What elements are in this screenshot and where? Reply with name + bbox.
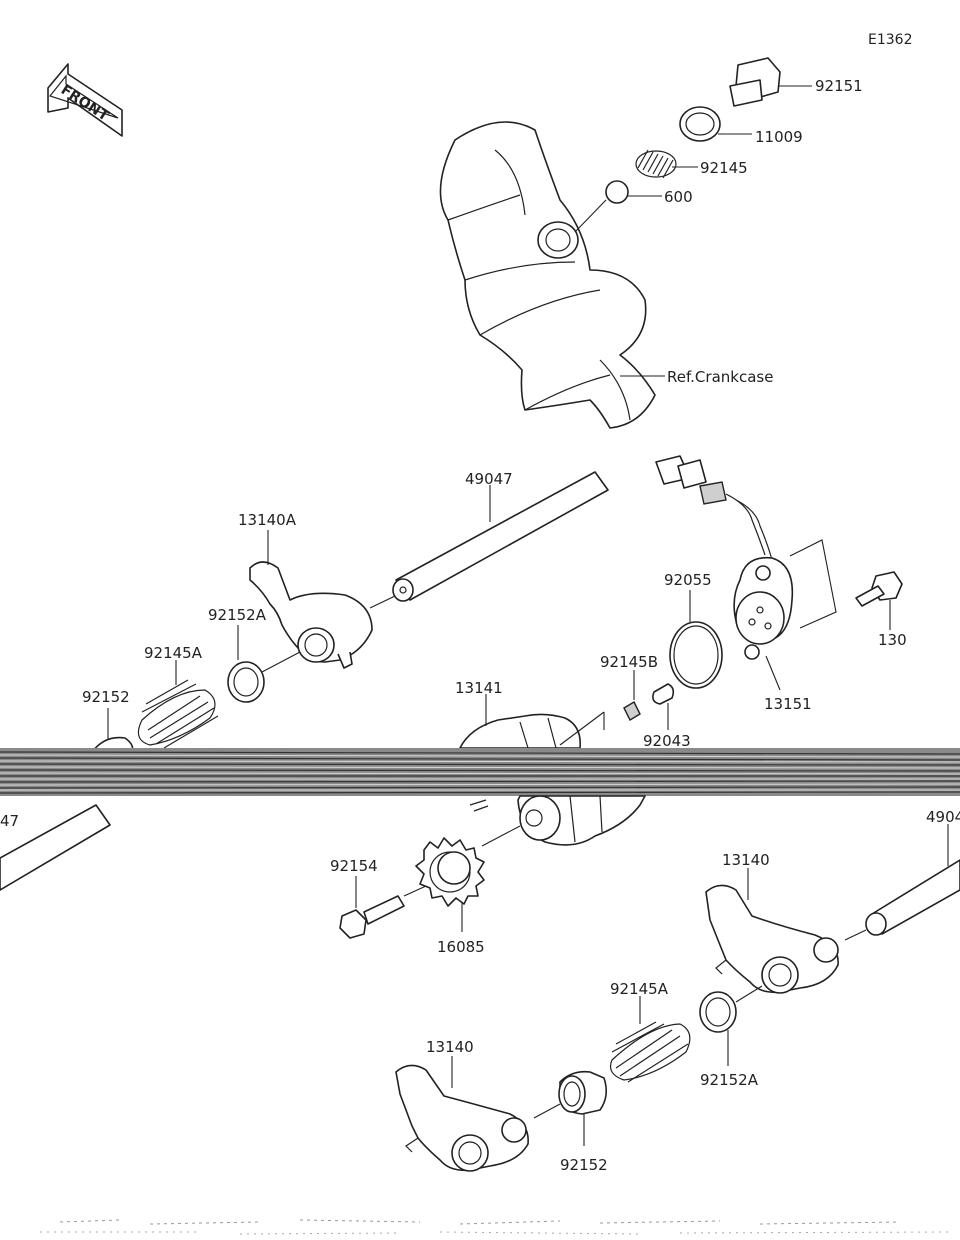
shift-fork-13140-lower xyxy=(395,1064,529,1172)
label-92145B: 92145B xyxy=(600,653,658,671)
label-ref-crankcase: Ref.Crankcase xyxy=(667,368,773,386)
diagram-code: E1362 xyxy=(868,32,912,48)
label-13151: 13151 xyxy=(764,695,812,713)
bolt-92154 xyxy=(339,895,405,939)
bolt-130 xyxy=(855,571,903,607)
label-92145A-top: 92145A xyxy=(144,644,203,662)
label-92152A-bottom: 92152A xyxy=(700,1071,759,1089)
label-92055: 92055 xyxy=(664,571,712,589)
label-92152A-top: 92152A xyxy=(208,606,267,624)
label-13141: 13141 xyxy=(455,679,503,697)
spring-92145A-top xyxy=(137,679,219,749)
label-4904: 4904 xyxy=(926,808,960,826)
o-ring-92055 xyxy=(669,621,723,689)
gear-16085 xyxy=(415,837,485,907)
collar-92152-bottom xyxy=(558,1070,608,1115)
sensor-13151 xyxy=(655,455,794,660)
shaft-49047-top xyxy=(392,471,609,602)
spring-92145 xyxy=(635,149,677,179)
label-13140-lower: 13140 xyxy=(426,1038,474,1056)
tear-band xyxy=(0,748,960,796)
label-49047-top: 49047 xyxy=(465,470,513,488)
label-92145: 92145 xyxy=(700,159,748,177)
bottom-scan-noise xyxy=(40,1219,951,1235)
spring-92145A-bottom xyxy=(609,1021,691,1083)
label-92145A-bottom: 92145A xyxy=(610,980,669,998)
ball-600 xyxy=(605,180,629,204)
shift-fork-13140A xyxy=(249,561,373,669)
label-92152-bottom: 92152 xyxy=(560,1156,608,1174)
bolt-92151 xyxy=(729,57,781,107)
label-92043: 92043 xyxy=(643,732,691,750)
label-16085: 16085 xyxy=(437,938,485,956)
shaft-49047-right-cut xyxy=(865,859,960,936)
label-13140A: 13140A xyxy=(238,511,297,529)
label-92152-top: 92152 xyxy=(82,688,130,706)
crankcase-reference xyxy=(439,121,656,429)
pin-92043 xyxy=(652,683,675,705)
label-92151: 92151 xyxy=(815,77,863,95)
label-92154: 92154 xyxy=(330,857,378,875)
shaft-49047-left-cut xyxy=(0,804,111,891)
screw-92145B xyxy=(623,701,641,721)
shift-drum-13141-lower xyxy=(469,795,646,846)
label-130: 130 xyxy=(878,631,907,649)
washer-11009 xyxy=(679,106,721,142)
label-11009: 11009 xyxy=(755,128,803,146)
label-13140-upper: 13140 xyxy=(722,851,770,869)
label-47: 47 xyxy=(0,812,19,830)
label-600: 600 xyxy=(664,188,693,206)
shift-drum-13141 xyxy=(459,711,605,749)
shift-fork-13140-upper xyxy=(705,884,839,994)
front-arrow-icon: FRONT xyxy=(47,63,123,137)
